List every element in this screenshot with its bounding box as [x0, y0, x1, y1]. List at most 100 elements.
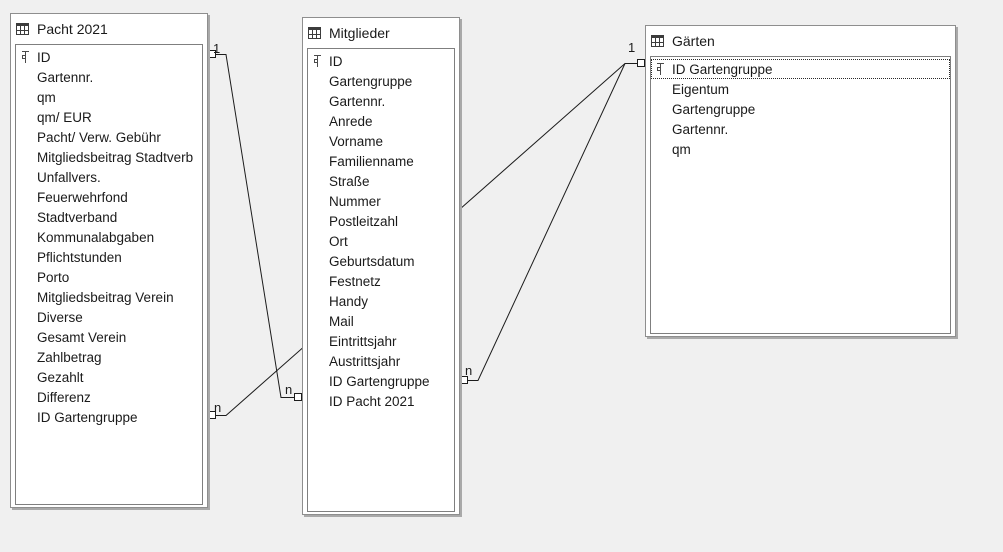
connector-square [208, 50, 216, 58]
table-icon [16, 23, 29, 35]
field-row[interactable]: Festnetz [308, 271, 454, 291]
field-name: ID [37, 49, 51, 65]
relationship-line[interactable] [467, 63, 626, 381]
cardinality-label: n [285, 382, 292, 397]
field-name: Gartengruppe [672, 101, 756, 117]
field-row[interactable]: Ort [308, 231, 454, 251]
field-name: Gezahlt [37, 369, 84, 385]
field-name: Diverse [37, 309, 83, 325]
field-name: qm [37, 89, 56, 105]
field-name: Nummer [329, 193, 381, 209]
field-row[interactable]: qm [651, 139, 950, 159]
field-row[interactable]: ID [16, 47, 202, 67]
field-name: qm [672, 141, 691, 157]
field-row[interactable]: Straße [308, 171, 454, 191]
connector-square [208, 411, 216, 419]
field-name: ID [329, 53, 343, 69]
relationship-mitglieder-gaerten[interactable]: n [460, 63, 626, 384]
field-name: Zahlbetrag [37, 349, 102, 365]
table-header[interactable]: Pacht 2021 [11, 14, 207, 44]
field-row[interactable]: Familienname [308, 151, 454, 171]
field-name: Gartengruppe [329, 73, 413, 89]
field-name: Handy [329, 293, 369, 309]
field-row[interactable]: Gesamt Verein [16, 327, 202, 347]
field-name: Mail [329, 313, 354, 329]
field-row[interactable]: Austrittsjahr [308, 351, 454, 371]
table-header[interactable]: Gärten [646, 26, 955, 56]
field-name: ID Gartengruppe [329, 373, 430, 389]
table-mitglieder[interactable]: Mitglieder ID Gartengruppe [302, 17, 460, 515]
field-row[interactable]: Stadtverband [16, 207, 202, 227]
field-name: Festnetz [329, 273, 381, 289]
field-row[interactable]: Feuerwehrfond [16, 187, 202, 207]
field-row[interactable]: Porto [16, 267, 202, 287]
field-row[interactable]: ID Gartengruppe [308, 371, 454, 391]
field-row[interactable]: Nummer [308, 191, 454, 211]
field-name: ID Gartengruppe [37, 409, 138, 425]
field-name: Familienname [329, 153, 414, 169]
field-row[interactable]: Anrede [308, 111, 454, 131]
field-row[interactable]: Mail [308, 311, 454, 331]
cardinality-label: 1 [213, 41, 220, 56]
field-row[interactable]: Handy [308, 291, 454, 311]
field-row[interactable]: Geburtsdatum [308, 251, 454, 271]
field-name: Austrittsjahr [329, 353, 401, 369]
field-name: Mitgliedsbeitrag Verein [37, 289, 174, 305]
table-gaerten[interactable]: Gärten ID Gartengruppe Eigentum [645, 25, 956, 337]
field-row[interactable]: Mitgliedsbeitrag Stadtverb [16, 147, 202, 167]
field-name: Ort [329, 233, 348, 249]
field-row[interactable]: Mitgliedsbeitrag Verein [16, 287, 202, 307]
field-row[interactable]: Pflichtstunden [16, 247, 202, 267]
connector-square [294, 393, 302, 401]
field-name: ID Gartengruppe [672, 61, 773, 77]
table-icon [308, 27, 321, 39]
table-icon [651, 35, 664, 47]
field-row[interactable]: ID [308, 51, 454, 71]
field-name: qm/ EUR [37, 109, 92, 125]
field-row[interactable]: Pacht/ Verw. Gebühr [16, 127, 202, 147]
field-row[interactable]: Gartengruppe [308, 71, 454, 91]
field-row[interactable]: Unfallvers. [16, 167, 202, 187]
field-row[interactable]: Zahlbetrag [16, 347, 202, 367]
field-row[interactable]: ID Gartengruppe [16, 407, 202, 427]
relationship-line[interactable] [215, 54, 295, 398]
cardinality-label: 1 [628, 40, 635, 55]
field-row[interactable]: qm [16, 87, 202, 107]
table-header[interactable]: Mitglieder [303, 18, 459, 48]
field-name: Gartennr. [37, 69, 94, 85]
relationship-pacht-mitglieder[interactable]: 1 n [208, 41, 302, 401]
field-name: Kommunalabgaben [37, 229, 155, 245]
field-name: Gartennr. [329, 93, 386, 109]
field-row[interactable]: ID Gartengruppe [651, 59, 950, 79]
field-list: ID Gartengruppe Eigentum Gartengruppe [650, 56, 951, 334]
field-name: Stadtverband [37, 209, 118, 225]
field-row[interactable]: Gartennr. [16, 67, 202, 87]
field-row[interactable]: Gartennr. [308, 91, 454, 111]
table-title: Gärten [672, 33, 715, 49]
field-name: Eigentum [672, 81, 730, 97]
field-name: Postleitzahl [329, 213, 399, 229]
field-row[interactable]: qm/ EUR [16, 107, 202, 127]
field-name: Vorname [329, 133, 384, 149]
field-name: Mitgliedsbeitrag Stadtverb [37, 149, 194, 165]
field-row[interactable]: Postleitzahl [308, 211, 454, 231]
field-row[interactable]: Eigentum [651, 79, 950, 99]
field-name: Pflichtstunden [37, 249, 122, 265]
field-row[interactable]: ID Pacht 2021 [308, 391, 454, 411]
field-row[interactable]: Vorname [308, 131, 454, 151]
primary-key-icon [313, 54, 329, 68]
field-row[interactable]: Gartennr. [651, 119, 950, 139]
field-row[interactable]: Gezahlt [16, 367, 202, 387]
primary-key-icon [21, 50, 37, 64]
field-name: Unfallvers. [37, 169, 101, 185]
field-list: ID Gartengruppe Gartennr. [307, 48, 455, 512]
field-name: Eintrittsjahr [329, 333, 397, 349]
field-row[interactable]: Diverse [16, 307, 202, 327]
table-pacht-2021[interactable]: Pacht 2021 ID Gartennr. [10, 13, 208, 508]
field-row[interactable]: Eintrittsjahr [308, 331, 454, 351]
field-row[interactable]: Kommunalabgaben [16, 227, 202, 247]
field-row[interactable]: Gartengruppe [651, 99, 950, 119]
field-row[interactable]: Differenz [16, 387, 202, 407]
cardinality-label: n [465, 363, 472, 378]
